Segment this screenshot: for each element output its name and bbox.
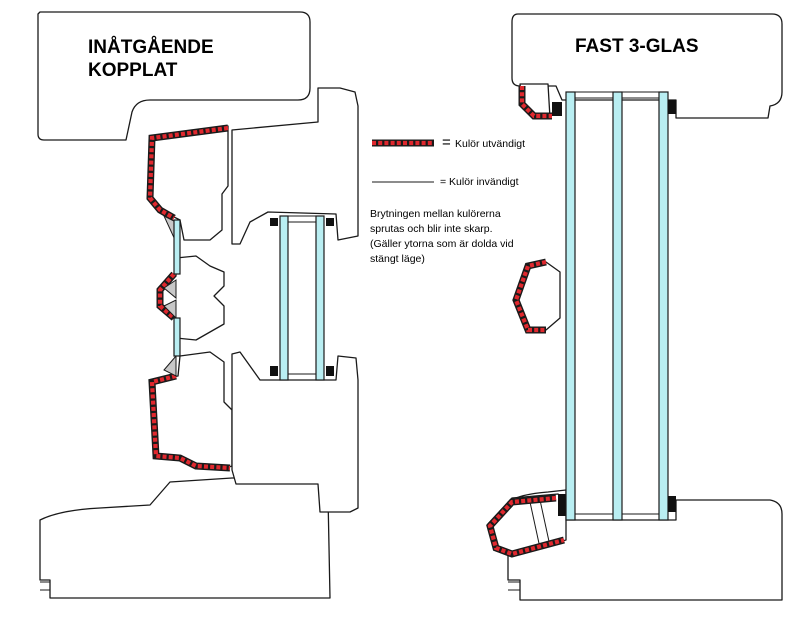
left-exterior-paint-lower-inner <box>149 373 231 471</box>
right-spacer-bottom-1 <box>574 513 614 521</box>
right-bottom-frame <box>507 489 783 601</box>
left-title-line2: KOPPLAT <box>88 60 178 81</box>
left-bottom-frame <box>39 477 331 599</box>
left-exterior-paint-middle-inner <box>157 272 176 320</box>
left-outer-sash-upper <box>149 125 229 241</box>
note-line-2: sprutas och blir inte skarp. <box>370 223 493 235</box>
left-gasket-tr <box>326 218 334 226</box>
legend: = Kulör utvändigt = Kulör invändigt <box>372 134 525 188</box>
right-glass-pane-inner <box>658 91 669 521</box>
left-exterior-glass-upper <box>173 219 181 275</box>
left-top-frame <box>37 11 311 141</box>
left-exterior-paint-upper-inner <box>147 125 229 220</box>
right-gasket-top-exterior <box>552 102 562 116</box>
right-spacer-top-1 <box>574 91 614 99</box>
left-gasket-tl <box>270 218 278 226</box>
left-bottom-frame-notch <box>40 581 51 591</box>
right-glass-pane-middle <box>612 91 623 521</box>
right-glazing-bead-bottom-line1 <box>529 501 541 549</box>
left-gasket-br <box>326 366 334 376</box>
left-coupling-profile <box>159 255 225 341</box>
left-inner-glass-outer-pane <box>279 215 289 381</box>
note-line-3: (Gäller ytorna som är dolda vid <box>370 238 514 250</box>
note-line-4: stängt läge) <box>370 253 425 265</box>
right-exterior-paint-top-inner <box>519 86 552 119</box>
legend-interior-label: = Kulör invändigt <box>440 176 519 188</box>
left-exterior-glass-lower <box>173 317 181 357</box>
left-seal-middle-top <box>163 279 177 300</box>
left-seal-middle-bottom <box>163 299 177 320</box>
left-inner-glass-inner-pane <box>315 215 325 381</box>
right-gasket-bottom-interior <box>668 496 676 512</box>
left-inner-glass-spacer-bottom <box>287 373 317 381</box>
left-inner-sash-upper <box>231 87 359 245</box>
note: Brytningen mellan kulörerna sprutas och … <box>370 208 514 265</box>
legend-exterior-label: Kulör utvändigt <box>455 138 525 150</box>
left-outer-sash-lower <box>149 351 233 471</box>
right-title: FAST 3-GLAS <box>575 36 699 57</box>
right-bottom-frame-notch <box>508 581 521 591</box>
left-seal-bottom <box>163 354 177 377</box>
right-section-drawing <box>486 13 783 601</box>
left-gasket-bl <box>270 366 278 376</box>
left-section-drawing <box>37 11 359 599</box>
note-line-1: Brytningen mellan kulörerna <box>370 208 501 220</box>
right-spacer-bottom-2 <box>621 513 660 521</box>
right-glass-pane-outer <box>565 91 576 521</box>
right-loose-bead-paint <box>512 258 547 334</box>
legend-exterior-equals: = <box>442 134 451 151</box>
right-spacer-top-2 <box>621 91 660 99</box>
right-gasket-bottom-exterior <box>558 494 566 516</box>
left-inner-glass-spacer-top <box>287 215 317 223</box>
left-inner-sash-lower <box>231 351 359 513</box>
right-gasket-top-interior <box>668 100 676 114</box>
right-exterior-paint-bottom-inner <box>487 495 565 557</box>
right-glazing-bead-bottom-line2 <box>539 499 551 547</box>
left-title-line1: INÅTGÅENDE <box>88 37 214 58</box>
